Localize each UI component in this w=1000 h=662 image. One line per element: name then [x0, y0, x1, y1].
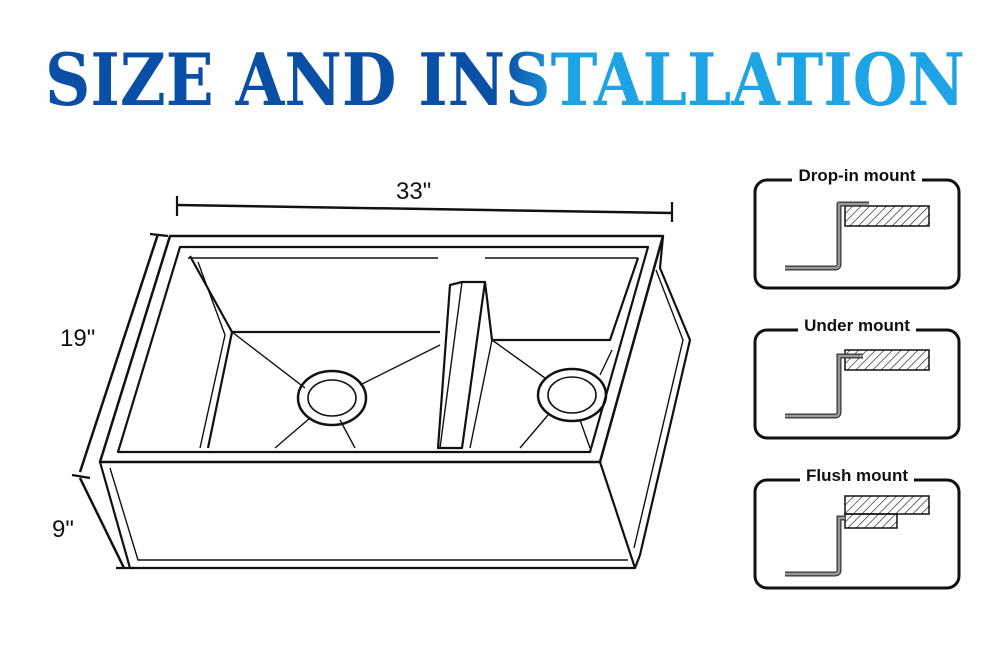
dimension-lines — [71, 196, 674, 570]
width-dimension: 19" — [60, 325, 96, 352]
mount-label: Flush mount — [800, 466, 914, 485]
under-mount-diagram: Under mount — [753, 316, 961, 440]
drop-in-mount-diagram: Drop-in mount — [753, 166, 961, 290]
title-text: SIZE AND INSTALLATION — [45, 40, 965, 115]
length-dimension: 33" — [396, 178, 432, 205]
flush-mount-diagram: Flush mount — [753, 466, 961, 590]
mount-label: Under mount — [798, 316, 916, 335]
depth-dimension: 9" — [52, 516, 74, 543]
mount-label: Drop-in mount — [792, 166, 922, 185]
page-title: SIZE AND INSTALLATION — [45, 37, 965, 122]
